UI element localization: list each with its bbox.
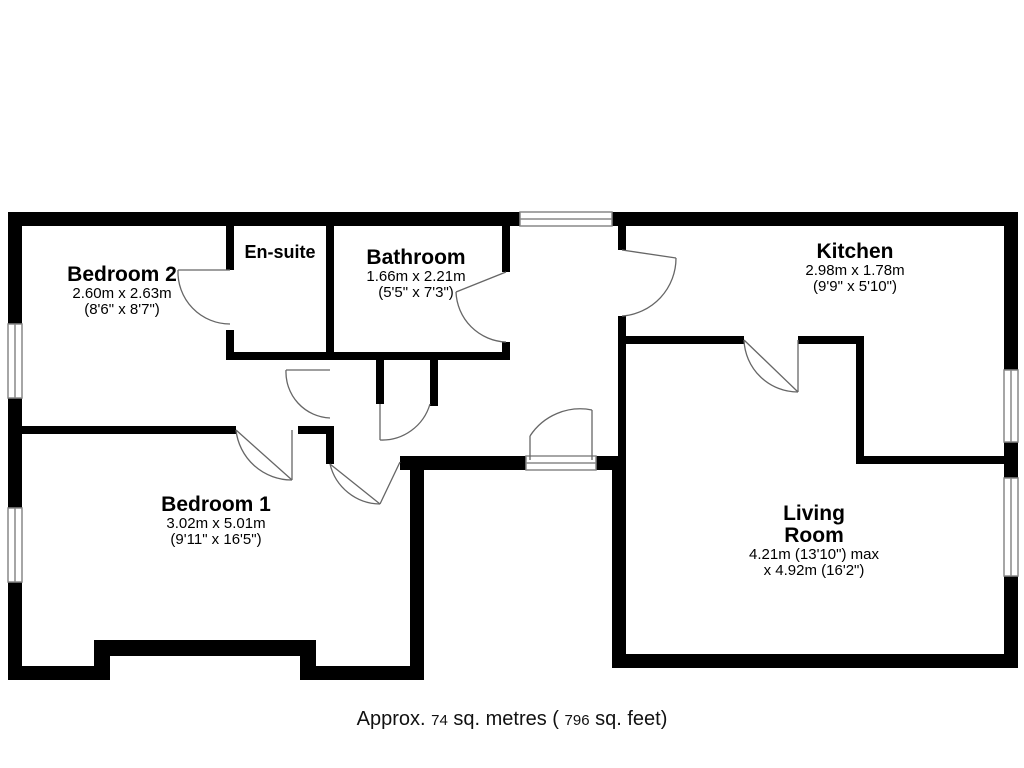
room-dimensions-imperial: (8'6" x 8'7") bbox=[84, 300, 160, 318]
room-name-line-2: Room bbox=[784, 524, 844, 548]
area-metres-unit: sq. metres ( bbox=[453, 708, 559, 730]
room-dimensions-metric: 3.02m x 5.01m bbox=[166, 515, 266, 533]
room-dimensions-imperial: (9'9" x 5'10") bbox=[813, 277, 897, 295]
room-bedroom-2: Bedroom 2 2.60m x 2.63m (8'6" x 8'7") bbox=[52, 263, 192, 318]
room-living-room: Living Room 4.21m (13'10") max x 4.92m (… bbox=[714, 502, 914, 579]
room-name: Bedroom 1 bbox=[161, 493, 271, 516]
windows bbox=[7, 211, 1019, 583]
room-dimensions-line-2: x 4.92m (16'2") bbox=[763, 561, 865, 579]
room-dimensions-metric: 2.60m x 2.63m bbox=[72, 285, 172, 303]
outer-walls bbox=[8, 212, 1018, 680]
room-dimensions-metric: 2.98m x 1.78m bbox=[805, 262, 905, 280]
room-bedroom-1: Bedroom 1 3.02m x 5.01m (9'11" x 16'5") bbox=[134, 493, 298, 548]
room-name: En-suite bbox=[244, 242, 316, 262]
room-kitchen: Kitchen 2.98m x 1.78m (9'9" x 5'10") bbox=[770, 240, 940, 295]
room-bathroom: Bathroom 1.66m x 2.21m (5'5" x 7'3") bbox=[340, 246, 492, 301]
area-prefix: Approx. bbox=[356, 708, 426, 730]
room-name-line-1: Living bbox=[783, 502, 845, 525]
area-sq-feet: 796 bbox=[564, 712, 590, 729]
room-ensuite: En-suite bbox=[234, 243, 326, 262]
room-name: Bathroom bbox=[366, 246, 466, 269]
total-area: Approx. 74 sq. metres ( 796 sq. feet) bbox=[0, 708, 1024, 731]
room-dimensions-imperial: (5'5" x 7'3") bbox=[378, 283, 454, 301]
room-dimensions-metric: 1.66m x 2.21m bbox=[366, 268, 466, 286]
room-dimensions-imperial: (9'11" x 16'5") bbox=[170, 530, 262, 548]
interior-walls bbox=[22, 226, 1018, 466]
area-sq-metres: 74 bbox=[431, 712, 448, 729]
room-dimensions-line-1: 4.21m (13'10") max bbox=[749, 546, 879, 564]
area-feet-unit: sq. feet) bbox=[595, 708, 668, 730]
room-name: Kitchen bbox=[816, 240, 894, 263]
room-name: Bedroom 2 bbox=[67, 263, 177, 286]
doors bbox=[177, 249, 799, 505]
